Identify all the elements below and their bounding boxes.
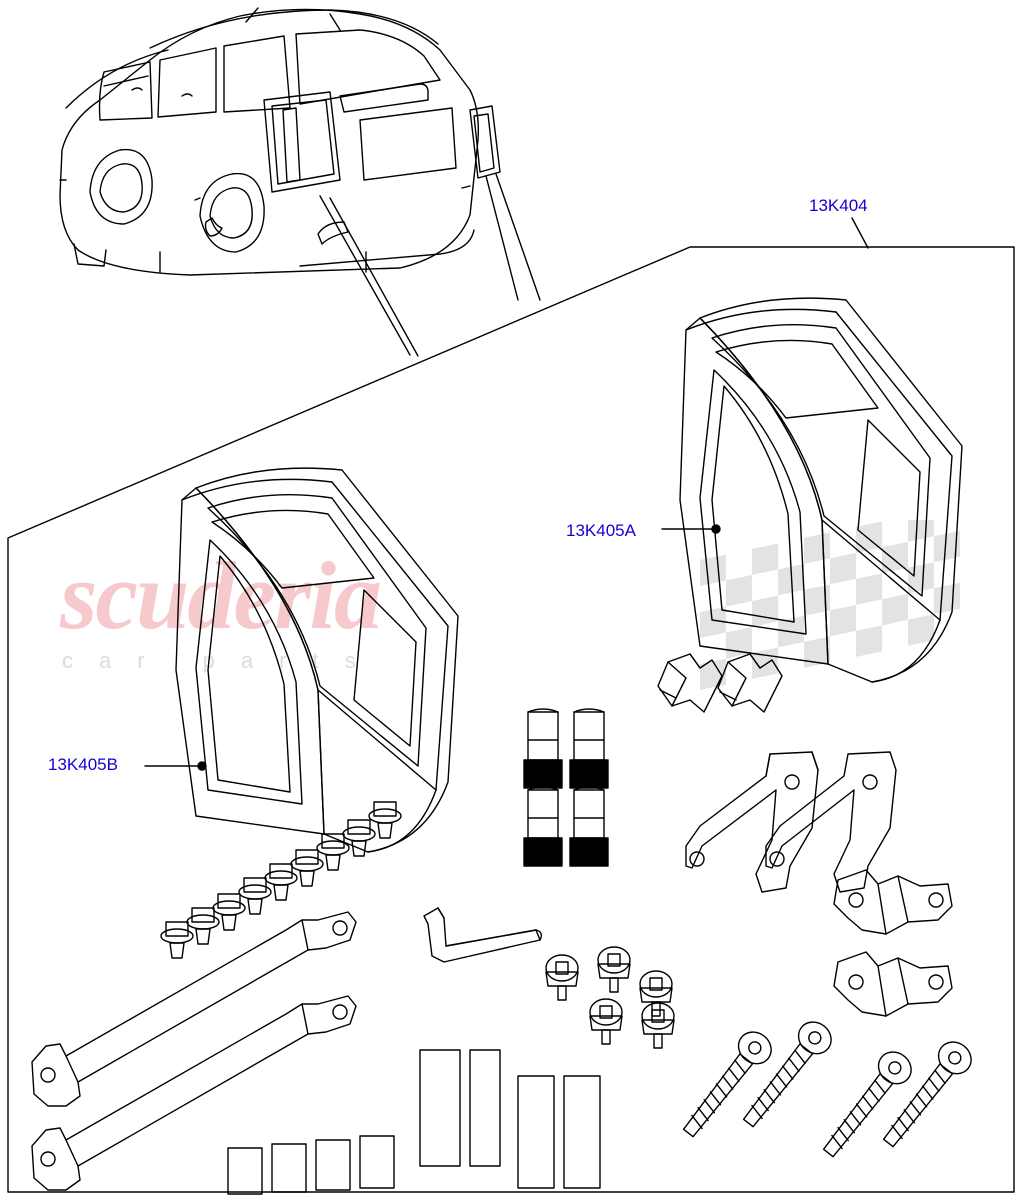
callout-label-13K404: 13K404	[809, 196, 868, 215]
long-socket-screws	[682, 1021, 972, 1158]
parts-panel-outline	[7, 246, 1015, 1193]
mounting-brackets-large	[685, 751, 897, 893]
callout-leader-13K405A	[661, 524, 721, 534]
plastic-spacer-bushes	[523, 708, 609, 867]
tail-lamp-bezel-13K404	[679, 297, 963, 683]
callout-label-13K405A: 13K405A	[566, 521, 636, 540]
foam-pads-large	[419, 1049, 601, 1189]
callout-leader-13K404	[851, 217, 869, 249]
hex-allen-key	[423, 907, 543, 963]
foam-pads-small	[227, 1135, 395, 1195]
flange-head-screws	[160, 801, 402, 959]
tail-lamp-bezel-13K405B	[175, 467, 459, 853]
vehicle-leader-lines	[319, 173, 541, 357]
vehicle-body	[59, 7, 501, 276]
torx-flange-bolts	[545, 946, 675, 1049]
small-z-clips	[657, 653, 783, 713]
mounting-clips-small	[833, 869, 953, 1017]
callout-leader-13K405B	[144, 761, 207, 771]
support-straps	[31, 911, 357, 1191]
callout-label-13K405B: 13K405B	[48, 755, 118, 774]
